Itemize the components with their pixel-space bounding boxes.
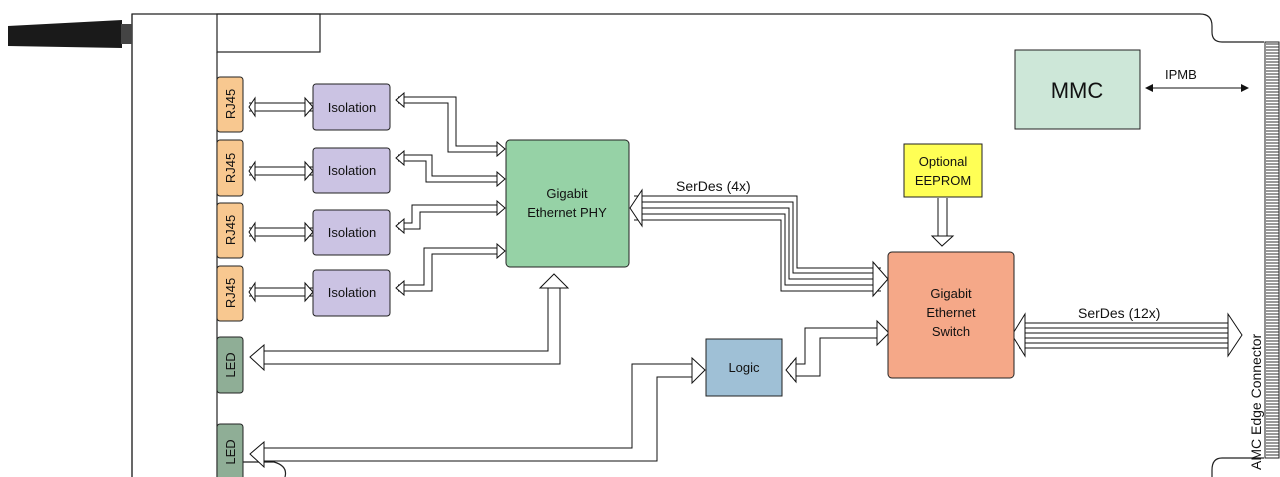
led-label: LED — [223, 352, 238, 377]
eeprom-switch-link — [930, 198, 955, 247]
logic-block[interactable]: Logic — [705, 338, 783, 397]
rj45-label: RJ45 — [223, 215, 238, 245]
isolation-block[interactable]: Isolation — [312, 83, 391, 131]
isolation-block[interactable]: Isolation — [312, 269, 391, 317]
serdes-12x-link — [1011, 312, 1243, 358]
phy-label-line2: Ethernet PHY — [527, 205, 607, 220]
serdes-4x-label: SerDes (4x) — [676, 178, 751, 194]
ejector-handle-body — [8, 20, 122, 48]
isolation-label: Isolation — [328, 285, 376, 300]
phy-led-link — [249, 273, 570, 372]
isolation-label: Isolation — [328, 163, 376, 178]
rj45-group: RJ45 RJ45 RJ45 RJ45 — [216, 76, 244, 322]
ipmb-label: IPMB — [1165, 67, 1197, 82]
switch-label-line3: Switch — [932, 324, 970, 339]
switch-label-line1: Gigabit — [930, 286, 972, 301]
serdes-4x-link — [629, 188, 889, 298]
rj45-port[interactable]: RJ45 — [216, 76, 244, 133]
rj45-port[interactable]: RJ45 — [216, 139, 244, 197]
board-outline — [131, 13, 1264, 477]
phy-label-line1: Gigabit — [546, 186, 588, 201]
rj45-isolation-links — [248, 96, 314, 303]
mmc-label: MMC — [1051, 78, 1104, 103]
edge-connector-label: AMC Edge Connector — [1248, 333, 1264, 470]
switch-label-line2: Ethernet — [926, 305, 976, 320]
gigabit-ethernet-switch[interactable]: Gigabit Ethernet Switch — [887, 251, 1015, 379]
isolation-phy-links — [395, 91, 506, 297]
isolation-label: Isolation — [328, 225, 376, 240]
logic-label: Logic — [728, 360, 760, 375]
isolation-group: Isolation Isolation Isolation Isolation — [312, 83, 391, 317]
led-indicator: LED — [216, 423, 244, 477]
optional-eeprom[interactable]: Optional EEPROM — [903, 143, 983, 198]
eeprom-label-line1: Optional — [919, 154, 968, 169]
isolation-label: Isolation — [328, 100, 376, 115]
connections — [248, 84, 1249, 469]
rj45-label: RJ45 — [223, 89, 238, 119]
ejector-handle — [8, 20, 132, 48]
isolation-block[interactable]: Isolation — [312, 209, 391, 256]
edge-connector: AMC Edge Connector — [1248, 41, 1280, 470]
eeprom-label-line2: EEPROM — [915, 173, 971, 188]
led-label: LED — [223, 439, 238, 464]
rj45-port[interactable]: RJ45 — [216, 265, 244, 322]
gigabit-ethernet-phy[interactable]: Gigabit Ethernet PHY — [505, 139, 630, 268]
isolation-block[interactable]: Isolation — [312, 147, 391, 194]
serdes-12x-label: SerDes (12x) — [1078, 305, 1160, 321]
logic-led-link — [249, 356, 706, 469]
logic-switch-link — [785, 319, 890, 384]
rj45-label: RJ45 — [223, 153, 238, 183]
rj45-port[interactable]: RJ45 — [216, 202, 244, 259]
led-group: LED LED — [216, 336, 244, 477]
rj45-label: RJ45 — [223, 278, 238, 308]
mmc-block[interactable]: MMC — [1014, 49, 1141, 130]
led-indicator: LED — [216, 336, 244, 394]
ejector-handle-hinge — [121, 24, 132, 44]
edge-connector-pins — [1266, 43, 1279, 456]
